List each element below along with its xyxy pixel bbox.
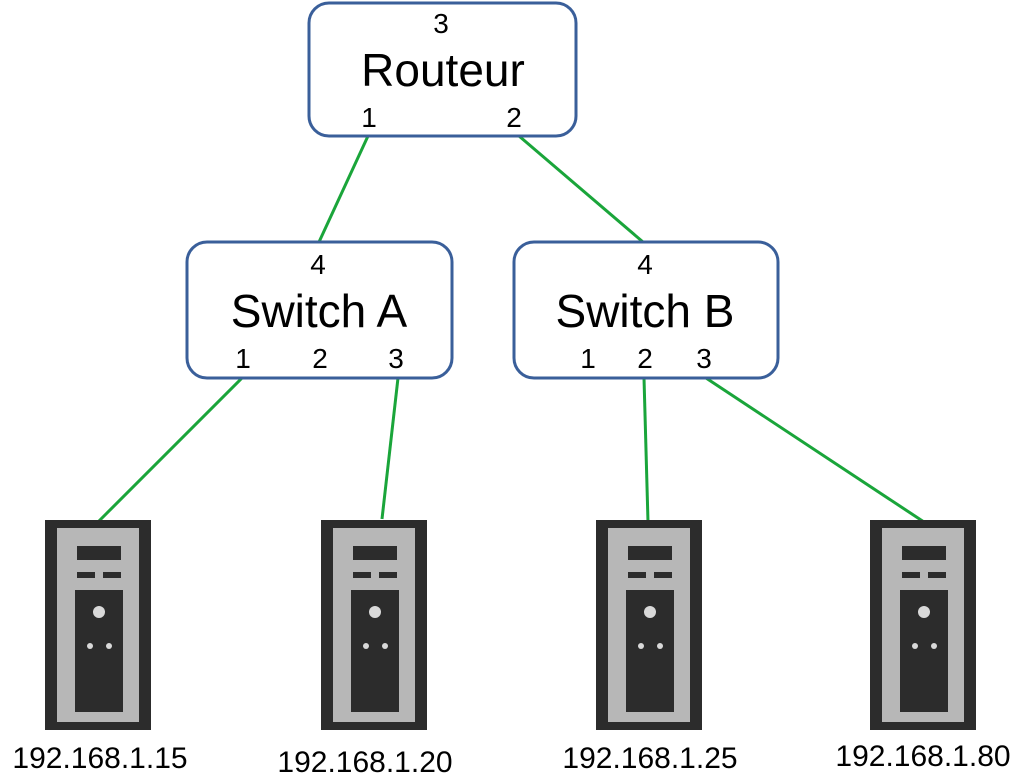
- computer-1[interactable]: [45, 520, 151, 730]
- computer-4-ip: 192.168.1.80: [835, 740, 1010, 773]
- switch-a-port-4: 4: [310, 249, 326, 280]
- switch-a-node[interactable]: 4 Switch A 1 2 3: [185, 240, 454, 380]
- computer-1-ip: 192.168.1.15: [12, 742, 187, 775]
- router-node[interactable]: 3 Routeur 1 2: [307, 1, 578, 138]
- computer-tower-icon: [45, 520, 151, 730]
- computer-4[interactable]: [870, 520, 976, 730]
- computer-3[interactable]: [596, 520, 702, 730]
- switch-b-port-3: 3: [696, 343, 712, 374]
- switch-b-port-1: 1: [580, 343, 596, 374]
- computer-2[interactable]: [321, 520, 427, 730]
- router-port-2: 2: [506, 102, 522, 133]
- switch-b-label: Switch B: [556, 285, 735, 337]
- switch-b-node[interactable]: 4 Switch B 1 2 3: [512, 240, 780, 380]
- switch-a-port-2: 2: [312, 343, 328, 374]
- computer-2-ip: 192.168.1.20: [277, 746, 452, 775]
- computer-tower-icon: [321, 520, 427, 730]
- switch-a-box[interactable]: [185, 240, 454, 380]
- computer-tower-icon: [870, 520, 976, 730]
- router-port-1: 1: [361, 102, 377, 133]
- switch-a-port-1: 1: [235, 343, 251, 374]
- computer-3-ip: 192.168.1.25: [562, 742, 737, 775]
- switch-a-port-3: 3: [388, 343, 404, 374]
- router-port-top: 3: [433, 8, 449, 39]
- switch-b-port-4: 4: [637, 249, 653, 280]
- switch-b-port-2: 2: [637, 343, 653, 374]
- router-box[interactable]: [307, 1, 578, 138]
- link-router-switch-a: [317, 135, 370, 243]
- computer-tower-icon: [596, 520, 702, 730]
- link-router-switch-b: [518, 134, 644, 244]
- link-switch-a-pc2: [380, 377, 400, 520]
- switch-a-label: Switch A: [231, 285, 408, 337]
- switch-b-box[interactable]: [512, 240, 780, 380]
- link-switch-b-pc4: [705, 376, 925, 524]
- router-label: Routeur: [361, 44, 525, 96]
- link-switch-b-pc3: [642, 377, 650, 523]
- link-switch-a-pc1: [94, 376, 244, 526]
